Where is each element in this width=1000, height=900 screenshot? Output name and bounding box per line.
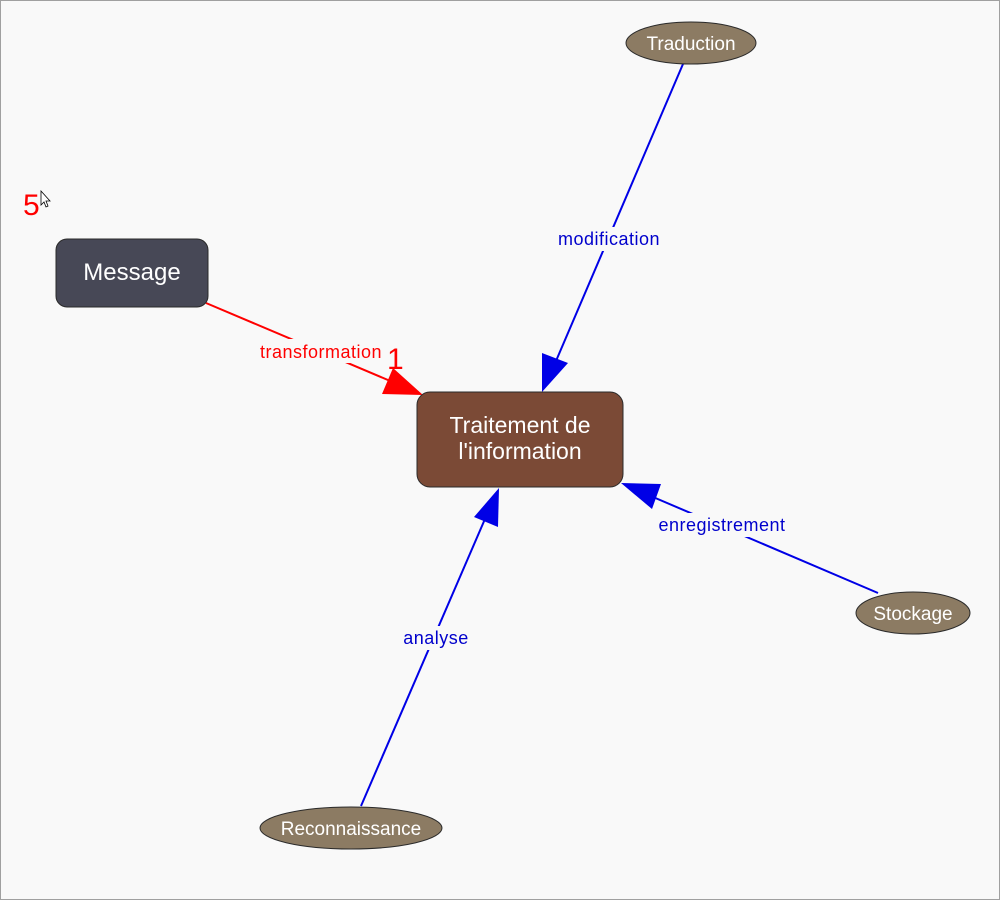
edge-label-analyse[interactable]: analyse — [403, 628, 469, 648]
edge-modification[interactable] — [542, 63, 684, 392]
node-traduction[interactable]: Traduction — [625, 21, 757, 65]
count-marker: 5 — [23, 189, 40, 222]
arrowhead-icon — [474, 488, 499, 527]
node-stockage-label: Stockage — [873, 604, 952, 625]
node-traitement-label-line2: l'information — [458, 438, 581, 464]
node-reconnaissance-label: Reconnaissance — [281, 819, 421, 840]
mouse-cursor-icon — [40, 189, 51, 208]
arrowhead-icon — [542, 353, 568, 392]
node-stockage[interactable]: Stockage — [855, 591, 971, 635]
node-message[interactable]: Message — [55, 238, 209, 308]
node-reconnaissance[interactable]: Reconnaissance — [259, 806, 443, 850]
edge-label-transformation[interactable]: transformation — [260, 342, 382, 362]
node-message-label: Message — [83, 259, 180, 286]
edge-label-bg — [252, 339, 392, 363]
edge-label-modification[interactable]: modification — [558, 229, 660, 249]
edge-count-marker: 1 — [387, 343, 404, 376]
edge-label-enregistrement[interactable]: enregistrement — [658, 515, 785, 535]
arrowhead-icon — [621, 483, 661, 509]
edge-analyse[interactable] — [360, 488, 499, 807]
node-traitement-label-line1: Traitement de — [449, 412, 590, 438]
edge-enregistrement[interactable] — [621, 483, 879, 594]
node-traitement[interactable]: Traitement de l'information — [416, 391, 624, 488]
edge-label-bg — [644, 513, 799, 537]
edge-label-bg — [544, 227, 674, 251]
arrowhead-icon — [382, 368, 423, 395]
edge-label-bg — [395, 626, 477, 650]
node-traduction-label: Traduction — [646, 34, 735, 55]
